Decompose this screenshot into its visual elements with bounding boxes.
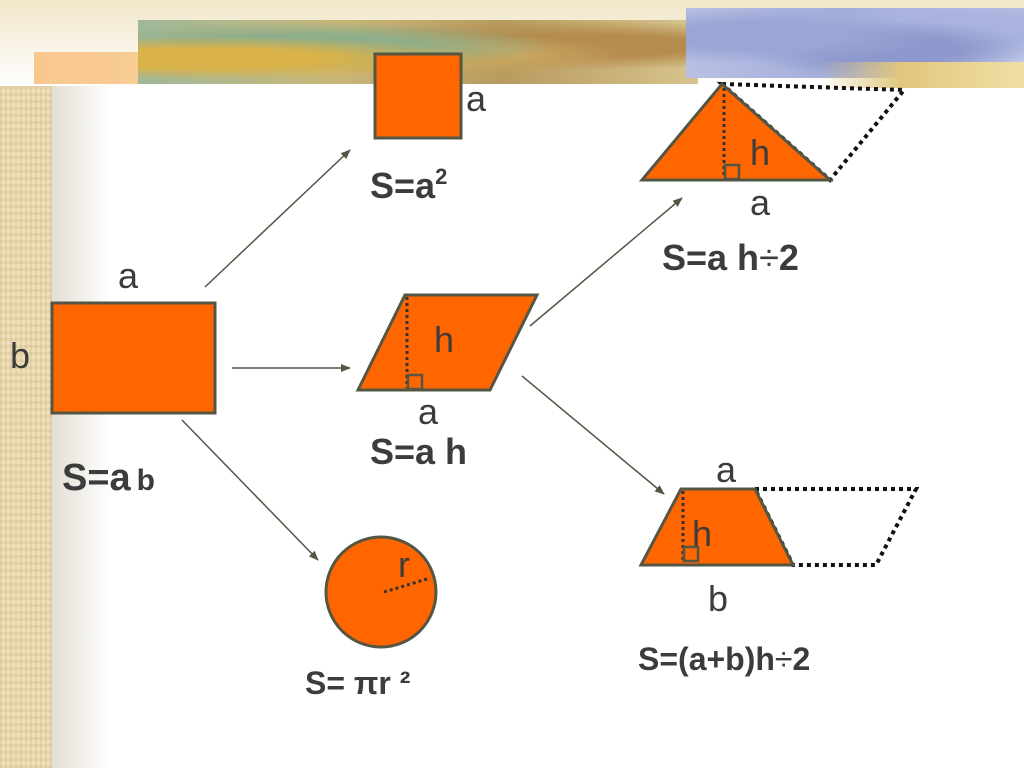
triangle-formula-main: S=a h	[662, 237, 759, 278]
parallelogram-group: h a S=a h	[355, 293, 540, 472]
parallelogram-base-label: a	[418, 391, 439, 432]
trapezoid-right-angle-mark	[682, 545, 700, 563]
parallelogram-shape	[355, 293, 540, 392]
triangle-right-angle-mark	[723, 163, 741, 181]
triangle-formula: S=a h÷2	[662, 237, 799, 278]
arrow-rectangle-to-circle	[181, 419, 319, 561]
square-group: a S=a2	[370, 52, 487, 206]
trapezoid-height-label: h	[692, 513, 712, 554]
circle-group: r S= πr ²	[305, 535, 438, 701]
arrows	[181, 149, 683, 561]
parallelogram-right-angle-mark	[406, 373, 424, 391]
background-left-strip	[0, 0, 52, 768]
trapezoid-group: a h b S=(a+b)h÷2	[638, 449, 920, 677]
triangle-base-label: a	[750, 182, 771, 223]
trapezoid-completion-outline	[751, 487, 920, 567]
rectangle-formula-main: S=a	[62, 457, 132, 499]
trapezoid-formula-tail: 2	[792, 641, 810, 677]
circle-formula: S= πr ²	[305, 665, 410, 701]
square-side-label: a	[466, 78, 487, 119]
circle-radius-label: r	[398, 544, 410, 585]
rectangle-shape	[50, 301, 217, 415]
triangle-formula-tail: 2	[779, 237, 799, 278]
square-shape	[373, 52, 463, 140]
rectangle-side-top-label: a	[118, 255, 139, 296]
square-formula-main: S=a	[370, 165, 436, 206]
triangle-formula-op: ÷	[759, 237, 779, 278]
trapezoid-top-label: a	[716, 449, 737, 490]
arrow-rectangle-to-square	[204, 149, 351, 288]
parallelogram-height-label: h	[434, 319, 454, 360]
circle-radius-line	[383, 576, 431, 594]
trapezoid-formula: S=(a+b)h÷2	[638, 641, 810, 677]
triangle-group: h a S=a h÷2	[638, 81, 909, 278]
triangle-height-label: h	[750, 132, 770, 173]
rectangle-side-left-label: b	[10, 335, 30, 376]
trapezoid-formula-op: ÷	[775, 641, 793, 677]
parallelogram-formula: S=a h	[370, 431, 467, 472]
square-formula: S=a2	[370, 164, 447, 206]
rectangle-formula-tail: b	[137, 464, 155, 497]
square-formula-sup: 2	[435, 164, 447, 189]
arrow-parallelogram-to-trapezoid	[521, 375, 665, 495]
trapezoid-formula-main: S=(a+b)h	[638, 641, 775, 677]
background-wheat-photo	[820, 62, 1024, 88]
circle-shape	[324, 535, 438, 649]
arrow-parallelogram-to-triangle	[529, 197, 683, 327]
trapezoid-shape	[638, 487, 796, 567]
trapezoid-bottom-label: b	[708, 578, 728, 619]
